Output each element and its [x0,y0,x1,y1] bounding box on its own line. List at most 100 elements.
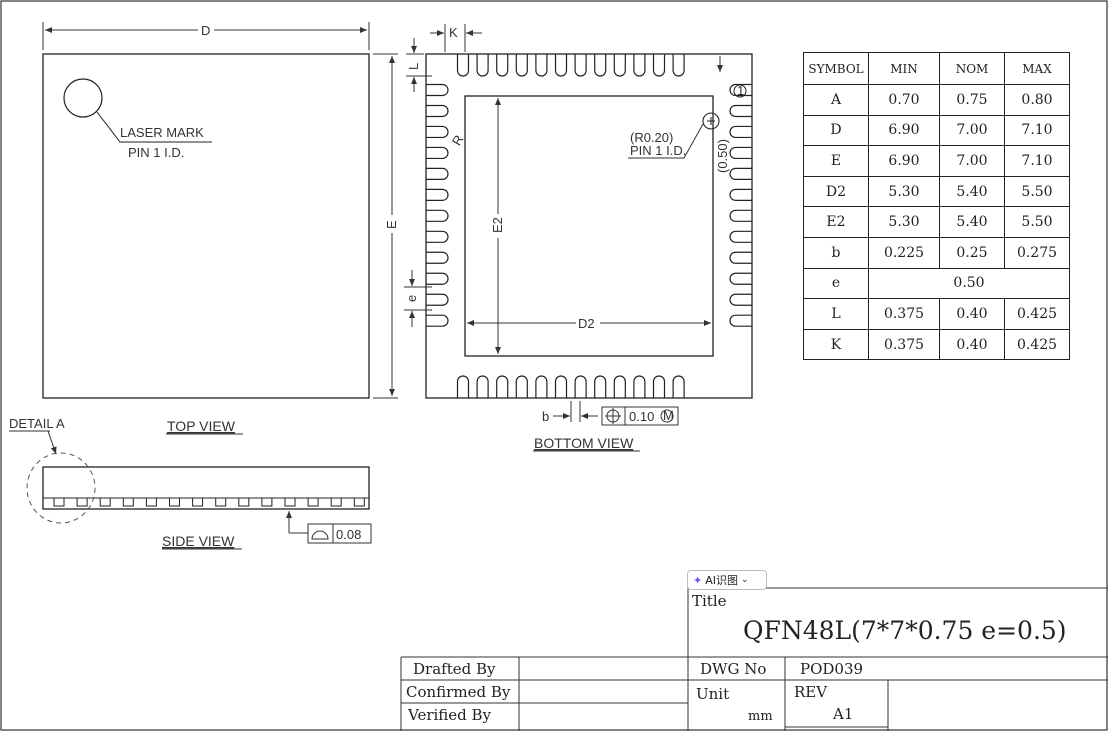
cell-nom: 7.00 [939,114,1005,147]
rev-value: A1 [833,705,854,723]
laser-mark-label: LASER MARK [120,125,204,140]
cell-min: 6.90 [868,114,940,147]
pin1-id-label: PIN 1 I.D. [128,145,184,160]
side-lead [215,497,227,507]
cell-nom: 0.40 [939,298,1005,330]
cell-min: 0.375 [868,328,940,361]
pin1-number-circle [733,84,747,98]
pad-left [426,146,449,160]
ai-button-label: AI识图 [705,574,738,587]
pad-top [515,54,528,77]
cell-nom: 5.40 [939,206,1005,238]
laser-mark-leader [96,111,212,143]
pad-bottom [554,375,568,398]
dim-k-label: K [449,25,458,40]
coplanarity-value: 0.08 [336,527,361,542]
side-lead [330,497,342,507]
pad-bottom [633,375,646,398]
bottom-view: K L e R E2 D2 (R0.20) PIN 1 I.D. (0.50) … [404,24,753,452]
pad-top [535,54,548,77]
position-tolerance-frame [601,406,679,426]
bottom-pin1-label: PIN 1 I.D. [630,143,686,158]
ai-scan-icon: ✦ [693,573,703,587]
coplanarity-icon [311,530,329,540]
pad-bottom [476,375,489,398]
table-row: E 6.90 7.00 7.10 [803,145,1070,177]
confirmed-by-label: Confirmed By [406,683,511,701]
side-lead [353,497,365,507]
pad-top [476,54,489,77]
side-lead [122,497,134,507]
bottom-view-body [425,53,753,399]
pad-right [729,146,752,160]
offset-label: (0.50) [715,139,730,173]
radius-label: R [449,132,467,148]
side-lead [261,497,273,507]
header-min: MIN [868,52,940,85]
pad-right [729,230,752,243]
dim-e2-label: E2 [490,217,505,233]
cell-symbol: D2 [803,175,869,208]
pad-top [554,54,568,77]
pad-left [426,188,449,201]
top-view: LASER MARK PIN 1 I.D. D E TOP VIEW [42,22,399,435]
exposed-pad [464,95,714,357]
table-row: b 0.225 0.25 0.275 [803,236,1070,269]
side-lead-group [53,497,365,507]
pad-top [672,54,685,77]
detail-a-circle [26,452,96,524]
pad-right [729,104,752,118]
pad-left [426,125,449,139]
pad-bottom [672,375,685,398]
ai-recognize-button[interactable]: ✦ AI识图 ⌄ [687,570,767,590]
side-lead [145,497,157,507]
side-lead [307,497,319,507]
pad-left [426,83,449,97]
side-lead [99,497,111,507]
side-lead [192,497,204,507]
cell-symbol: L [803,298,869,330]
pad-left [426,293,449,306]
dwg-no-label: DWG No [700,660,767,678]
drafted-by-label: Drafted By [413,660,496,678]
pad-top [633,54,646,77]
header-max: MAX [1004,52,1070,85]
pad-left [426,104,449,118]
top-view-label: TOP VIEW [167,418,236,434]
cell-symbol: E2 [803,206,869,238]
detail-a-label: DETAIL A [9,416,65,431]
cell-min: 5.30 [868,206,940,238]
side-lead [53,497,65,507]
table-row: E2 5.30 5.40 5.50 [803,206,1070,238]
pad-left [426,251,449,264]
cell-symbol: D [803,114,869,147]
cell-max: 5.50 [1004,206,1070,238]
bottom-view-label: BOTTOM VIEW [534,435,634,451]
verified-by-label: Verified By [408,706,492,724]
header-nom: NOM [939,52,1005,85]
dim-e-pitch-label: e [404,295,419,302]
side-lead [284,497,296,507]
cell-min: 5.30 [868,175,940,208]
chevron-down-icon: ⌄ [741,575,749,585]
pad-bottom [652,375,666,398]
title-label: Title [692,592,727,610]
coplanarity-frame [307,523,372,544]
dim-l-label: L [406,63,421,70]
side-view: DETAIL A 0.08 SIDE VIEW [9,416,372,550]
cell-nom: 7.00 [939,145,1005,177]
pad-top [613,54,626,77]
cell-max: 5.50 [1004,175,1070,208]
pad-bottom [456,375,470,398]
pin1-mark-circle [63,78,103,118]
cell-max: 7.10 [1004,114,1070,147]
table-row: e 0.50 [803,267,1070,300]
position-tol-value: 0.10 [629,409,654,424]
pad-right [729,209,752,222]
cell-min: 0.375 [868,298,940,330]
side-lead [169,497,180,507]
side-view-body [42,466,370,510]
pad-left [426,167,449,180]
